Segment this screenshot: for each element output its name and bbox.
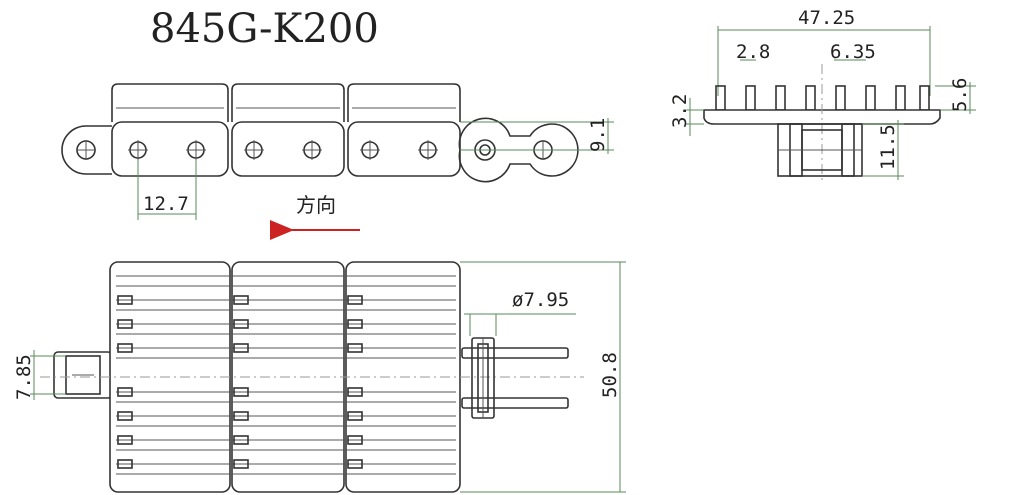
direction-label: 方向 xyxy=(296,193,336,217)
height-dimension: 9.1 xyxy=(587,118,609,152)
plate-thickness-dimension: 3.2 xyxy=(669,94,691,128)
overall-width-dimension: 50.8 xyxy=(599,352,621,398)
drawing-title: 845G-K200 xyxy=(150,6,379,52)
pin-diameter-dimension: ø7.95 xyxy=(512,289,569,311)
tooth-width-dimension: 2.8 xyxy=(736,41,770,63)
link-body-1 xyxy=(111,121,229,177)
tooth-pitch-dimension: 6.35 xyxy=(830,41,876,63)
side-view: 12.7 9.1 方向 xyxy=(61,83,614,240)
base-plate xyxy=(703,109,941,125)
link-body-2 xyxy=(231,121,345,177)
pitch-dimension: 12.7 xyxy=(143,193,189,215)
top-plate-1 xyxy=(111,83,229,122)
hub-height-dimension: 11.5 xyxy=(877,124,899,170)
tooth-height-dimension: 5.6 xyxy=(949,78,971,112)
top-plate-3 xyxy=(347,83,461,122)
fin-slots xyxy=(116,275,456,475)
top-view: 7.85 xyxy=(13,261,626,493)
width-dimension: 47.25 xyxy=(798,7,855,29)
left-end-link xyxy=(61,125,112,175)
top-plate-2 xyxy=(231,83,345,122)
end-view: 47.25 2.8 6.35 5.6 xyxy=(669,7,976,180)
link-body-3 xyxy=(347,121,461,177)
right-pin-assembly xyxy=(461,337,569,419)
link-width-dimension: 7.85 xyxy=(13,354,35,400)
